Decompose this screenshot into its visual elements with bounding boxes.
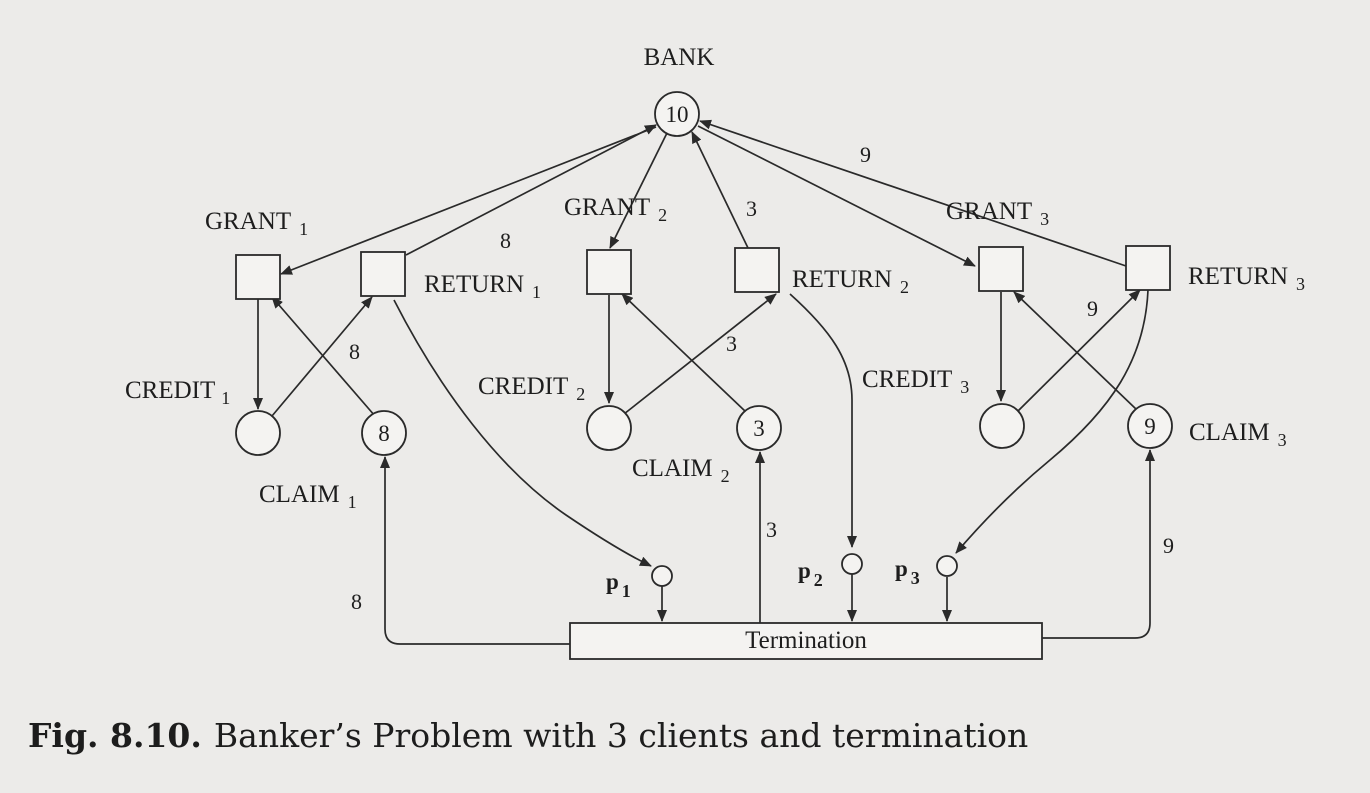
- arc-bank-grant3: [697, 125, 976, 267]
- weight-termination-claim2: 3: [766, 517, 777, 542]
- transition-return1: [360, 251, 406, 297]
- place-credit1: [235, 410, 281, 456]
- arc-claim1-grant1: [271, 296, 376, 417]
- claim3-tokens: 9: [1144, 414, 1156, 439]
- transition-grant1: [235, 254, 281, 300]
- transition-termination: [569, 622, 1043, 660]
- place-bank: [654, 91, 700, 137]
- weight-termination-claim3: 9: [1163, 533, 1174, 558]
- figure-caption: Fig. 8.10.Banker’s Problem with 3 client…: [28, 716, 1028, 755]
- arc-credit1-return1: [271, 296, 373, 417]
- place-claim2: [736, 405, 782, 451]
- weight-return1-bank: 8: [500, 228, 511, 253]
- arc-claim2-grant2: [621, 293, 747, 413]
- termination-label: Termination: [745, 627, 867, 654]
- transition-return3: [1125, 245, 1171, 291]
- arc-return2-p2: [789, 293, 857, 548]
- arc-bank-grant2: [609, 132, 668, 249]
- arc-termination-claim1: [380, 456, 570, 645]
- bank-tokens: 10: [666, 102, 689, 127]
- weight-credit1-return1: 8: [349, 339, 360, 364]
- place-p3: [936, 555, 958, 577]
- weight-return3-bank: 9: [860, 142, 871, 167]
- weight-termination-claim1: 8: [351, 589, 362, 614]
- place-p1: [651, 565, 673, 587]
- transition-grant3: [978, 246, 1024, 292]
- arc-termination-claim3: [1042, 449, 1155, 639]
- weight-credit2-return2: 3: [726, 331, 737, 356]
- weight-credit3-return3: 9: [1087, 296, 1098, 321]
- transition-return2: [734, 247, 780, 293]
- arc-return2-bank: [691, 131, 749, 249]
- arc-return1-bank: [405, 124, 657, 256]
- claim1-tokens: 8: [378, 421, 390, 446]
- place-p2: [841, 553, 863, 575]
- transition-grant2: [586, 249, 632, 295]
- arc-credit2-return2: [623, 293, 777, 415]
- place-credit3: [979, 403, 1025, 449]
- place-credit2: [586, 405, 632, 451]
- place-claim1: [361, 410, 407, 456]
- arc-return1-p1: [393, 299, 652, 567]
- arc-return3-p3: [955, 289, 1149, 554]
- claim2-tokens: 3: [753, 416, 765, 441]
- arc-return3-bank: [699, 119, 1127, 267]
- weight-return2-bank: 3: [746, 196, 757, 221]
- place-claim3: [1127, 403, 1173, 449]
- arc-bank-grant1: [280, 126, 657, 275]
- arc-credit3-return3: [1015, 289, 1141, 414]
- arc-claim3-grant3: [1013, 291, 1138, 411]
- bank-label: BANK: [644, 44, 715, 71]
